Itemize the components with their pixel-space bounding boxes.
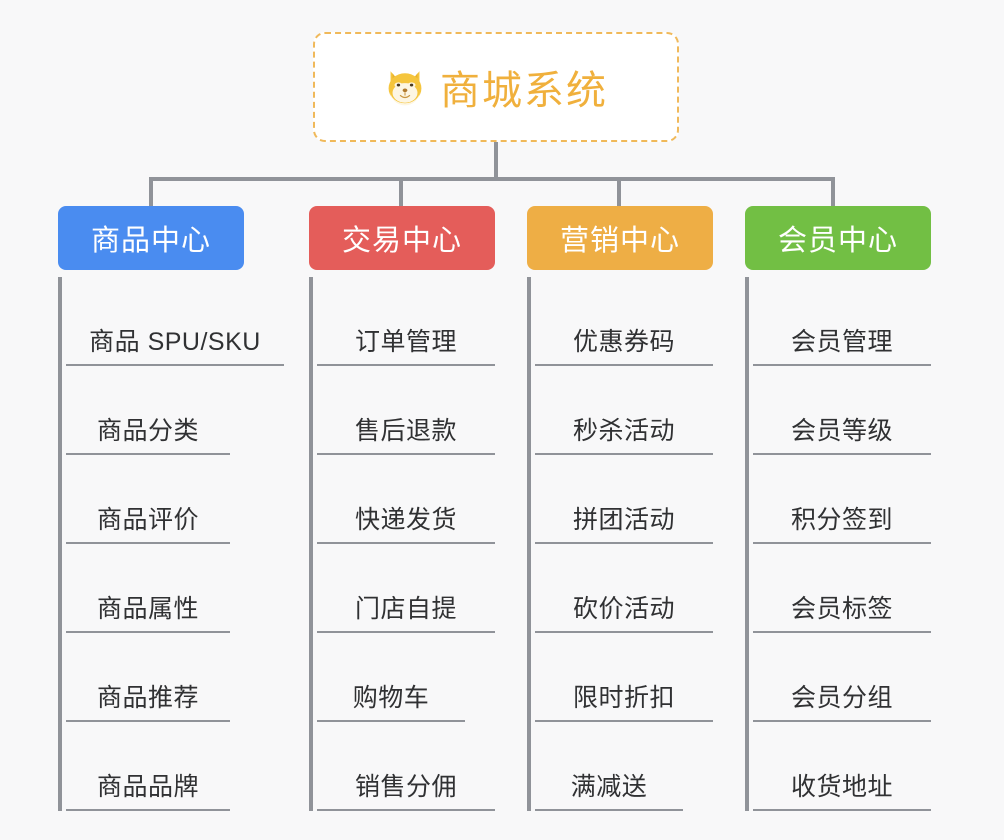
- leaf-label: 门店自提: [354, 595, 457, 623]
- list-item[interactable]: 砍价活动: [535, 544, 713, 633]
- leaf-label: 商品评价: [96, 506, 199, 534]
- connector-drop-marketing: [617, 177, 621, 208]
- leaf-label: 售后退款: [354, 417, 457, 445]
- list-item[interactable]: 积分签到: [753, 455, 931, 544]
- leaf-label: 秒杀活动: [572, 417, 675, 445]
- connector-drop-product: [149, 177, 153, 208]
- branch-member-center: 会员中心 会员管理 会员等级 积分签到 会员标签 会员分组 收货地址: [745, 206, 931, 811]
- root-node[interactable]: 商城系统: [313, 32, 679, 142]
- list-item[interactable]: 满减送: [535, 722, 683, 811]
- leaf-label: 购物车: [352, 684, 430, 712]
- leaf-label: 商品推荐: [96, 684, 199, 712]
- dog-face-icon: [384, 66, 426, 108]
- branch-product-center: 商品中心 商品 SPU/SKU 商品分类 商品评价 商品属性 商品推荐 商品品牌: [58, 206, 284, 811]
- list-item[interactable]: 会员分组: [753, 633, 931, 722]
- list-item[interactable]: 限时折扣: [535, 633, 713, 722]
- leaf-label: 快递发货: [354, 506, 457, 534]
- leaf-list-trade-center: 订单管理 售后退款 快递发货 门店自提 购物车 销售分佣: [309, 277, 495, 811]
- connector-drop-trade: [399, 177, 403, 208]
- connector-horizontal-bus: [149, 177, 835, 181]
- list-item[interactable]: 会员标签: [753, 544, 931, 633]
- branch-header-product-center[interactable]: 商品中心: [58, 206, 244, 270]
- list-item[interactable]: 会员等级: [753, 366, 931, 455]
- branch-marketing-center: 营销中心 优惠券码 秒杀活动 拼团活动 砍价活动 限时折扣 满减送: [527, 206, 713, 811]
- list-item[interactable]: 商品品牌: [66, 722, 230, 811]
- list-item[interactable]: 订单管理: [317, 277, 495, 366]
- leaf-label: 满减送: [570, 773, 648, 801]
- list-item[interactable]: 商品分类: [66, 366, 230, 455]
- leaf-label: 优惠券码: [572, 328, 675, 356]
- branch-title: 交易中心: [341, 225, 462, 257]
- leaf-list-marketing-center: 优惠券码 秒杀活动 拼团活动 砍价活动 限时折扣 满减送: [527, 277, 713, 811]
- leaf-label: 会员等级: [790, 417, 893, 445]
- branch-title: 会员中心: [777, 225, 898, 257]
- list-item[interactable]: 秒杀活动: [535, 366, 713, 455]
- list-item[interactable]: 门店自提: [317, 544, 495, 633]
- leaf-list-product-center: 商品 SPU/SKU 商品分类 商品评价 商品属性 商品推荐 商品品牌: [58, 277, 284, 811]
- leaf-label: 商品 SPU/SKU: [89, 328, 261, 356]
- list-item[interactable]: 销售分佣: [317, 722, 495, 811]
- root-title: 商城系统: [440, 69, 608, 113]
- branch-header-trade-center[interactable]: 交易中心: [309, 206, 495, 270]
- branch-header-marketing-center[interactable]: 营销中心: [527, 206, 713, 270]
- leaf-label: 订单管理: [354, 328, 457, 356]
- connector-root-stem: [494, 142, 498, 180]
- list-item[interactable]: 售后退款: [317, 366, 495, 455]
- connector-drop-member: [831, 177, 835, 208]
- leaf-label: 销售分佣: [354, 773, 457, 801]
- leaf-label: 商品属性: [96, 595, 199, 623]
- list-item[interactable]: 商品推荐: [66, 633, 230, 722]
- list-item[interactable]: 商品评价: [66, 455, 230, 544]
- leaf-label: 砍价活动: [572, 595, 675, 623]
- leaf-label: 会员管理: [790, 328, 893, 356]
- branch-header-member-center[interactable]: 会员中心: [745, 206, 931, 270]
- list-item[interactable]: 商品 SPU/SKU: [66, 277, 284, 366]
- leaf-list-member-center: 会员管理 会员等级 积分签到 会员标签 会员分组 收货地址: [745, 277, 931, 811]
- branch-trade-center: 交易中心 订单管理 售后退款 快递发货 门店自提 购物车 销售分佣: [309, 206, 495, 811]
- leaf-label: 会员标签: [790, 595, 893, 623]
- list-item[interactable]: 会员管理: [753, 277, 931, 366]
- list-item[interactable]: 收货地址: [753, 722, 931, 811]
- branch-title: 商品中心: [90, 225, 211, 257]
- leaf-label: 商品品牌: [96, 773, 199, 801]
- leaf-label: 限时折扣: [572, 684, 675, 712]
- list-item[interactable]: 快递发货: [317, 455, 495, 544]
- list-item[interactable]: 商品属性: [66, 544, 230, 633]
- leaf-label: 积分签到: [790, 506, 893, 534]
- branch-title: 营销中心: [559, 225, 680, 257]
- list-item[interactable]: 拼团活动: [535, 455, 713, 544]
- list-item[interactable]: 优惠券码: [535, 277, 713, 366]
- leaf-label: 会员分组: [790, 684, 893, 712]
- leaf-label: 拼团活动: [572, 506, 675, 534]
- leaf-label: 商品分类: [96, 417, 199, 445]
- leaf-label: 收货地址: [790, 773, 893, 801]
- list-item[interactable]: 购物车: [317, 633, 465, 722]
